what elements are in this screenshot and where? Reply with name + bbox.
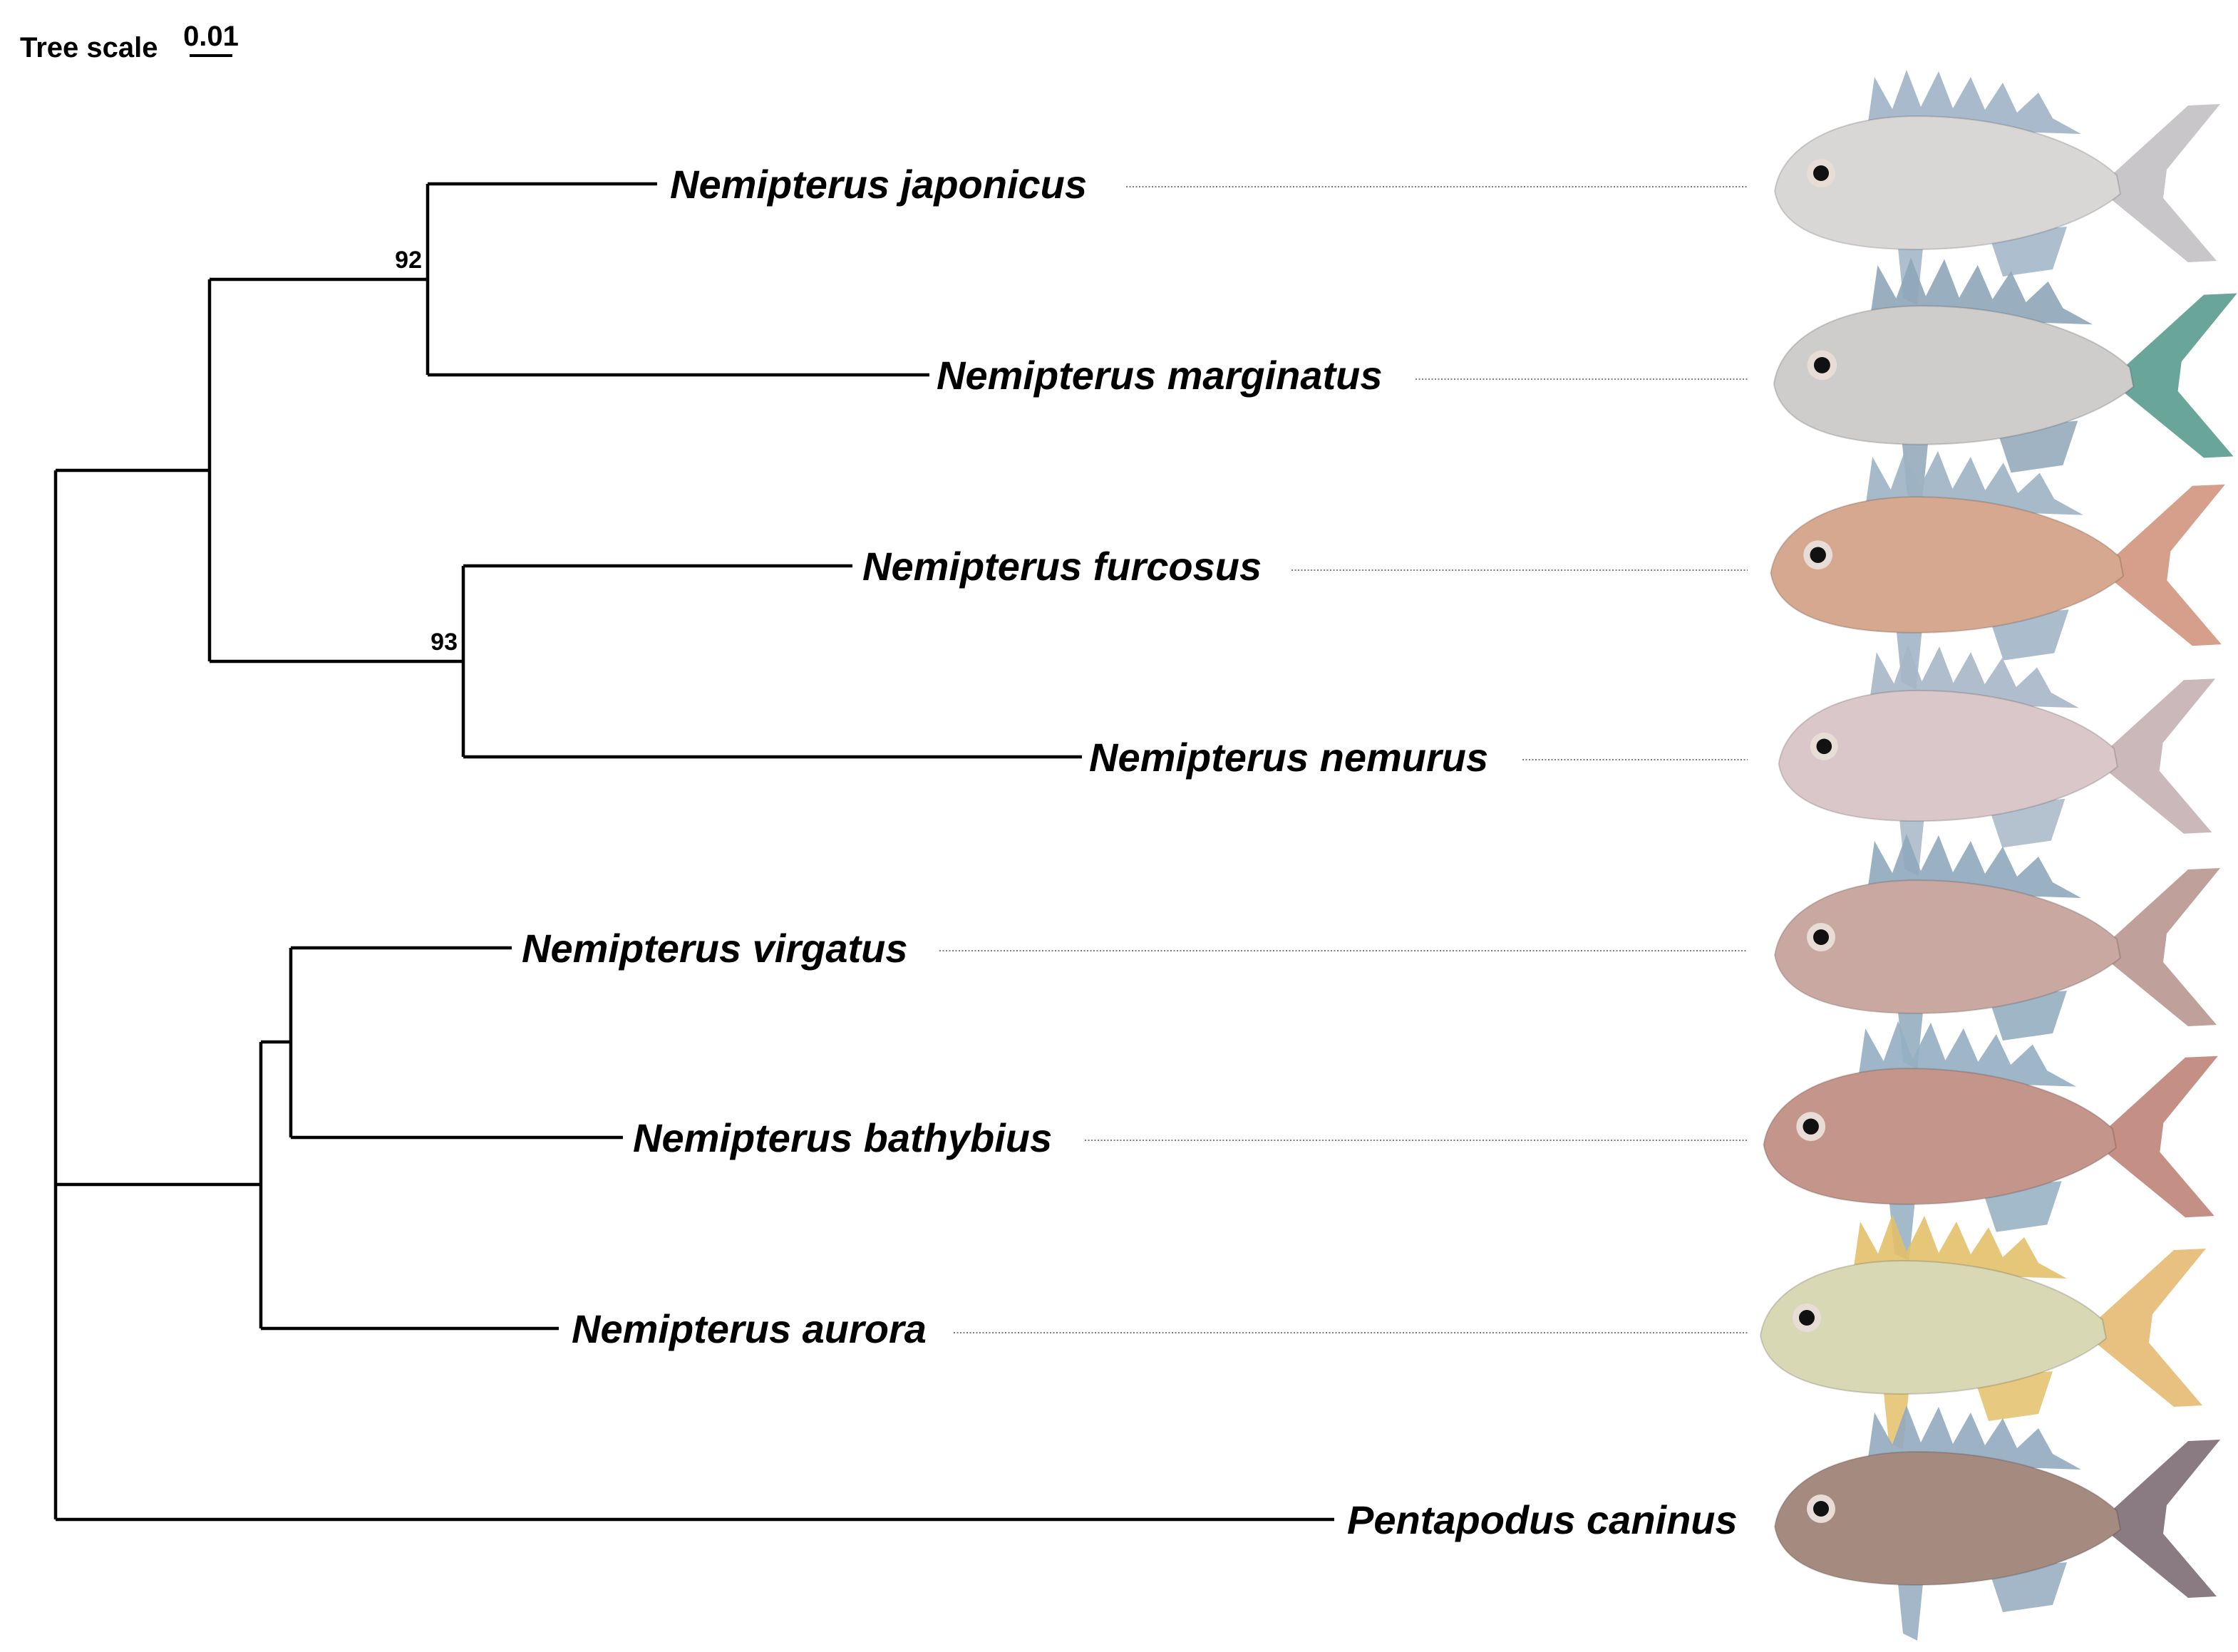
- fish-japonicus-tail: [2110, 104, 2220, 262]
- fish-marginatus: [1773, 257, 2237, 502]
- taxon-label-virgatus: Nemipterus virgatus: [522, 926, 908, 971]
- fish-virgatus-pupil: [1813, 929, 1829, 945]
- fish-caninus-tail: [2110, 1440, 2220, 1598]
- fish-bathybius: [1763, 1021, 2218, 1261]
- fish-japonicus-pupil: [1813, 165, 1829, 181]
- fish-caninus: [1773, 1405, 2220, 1641]
- taxon-label-furcosus: Nemipterus furcosus: [862, 544, 1262, 589]
- fish-furcosus: [1770, 449, 2225, 690]
- tree-scale-label: Tree scale: [20, 32, 158, 63]
- fish-furcosus-pupil: [1810, 547, 1826, 563]
- fish-bathybius-body: [1763, 1068, 2118, 1205]
- fish-nemurus-tail: [2107, 678, 2216, 834]
- fish-nemurus-body: [1778, 689, 2118, 822]
- fish-marginatus-tail: [2122, 293, 2237, 458]
- taxon-label-marginatus: Nemipterus marginatus: [937, 353, 1383, 398]
- fish-virgatus: [1773, 834, 2220, 1069]
- fish-nemurus-pupil: [1816, 738, 1832, 755]
- fish-bathybius-tail: [2105, 1055, 2218, 1218]
- fish-illustrations: [1759, 70, 2237, 1641]
- support-value-jap-marg: 92: [395, 247, 422, 274]
- fish-aurora: [1759, 1214, 2206, 1450]
- fish-japonicus-body: [1773, 115, 2122, 251]
- fish-bathybius-pupil: [1803, 1118, 1819, 1135]
- tree-branches: [53, 182, 1334, 1522]
- taxon-label-japonicus: Nemipterus japonicus: [670, 162, 1087, 207]
- fish-furcosus-tail: [2112, 484, 2225, 646]
- taxon-label-caninus: Pentapodus caninus: [1347, 1497, 1738, 1542]
- fish-furcosus-body: [1770, 496, 2125, 634]
- fish-aurora-body: [1759, 1259, 2108, 1395]
- fish-japonicus: [1773, 70, 2220, 305]
- fish-nemurus: [1778, 645, 2216, 876]
- fish-virgatus-body: [1773, 879, 2122, 1015]
- taxon-label-bathybius: Nemipterus bathybius: [633, 1115, 1052, 1160]
- fish-aurora-tail: [2095, 1249, 2206, 1407]
- taxon-label-aurora: Nemipterus aurora: [572, 1306, 927, 1351]
- tree-scale: Tree scale 0.01: [20, 21, 239, 63]
- tree-scale-value: 0.01: [183, 21, 239, 52]
- fish-aurora-pupil: [1799, 1310, 1815, 1326]
- taxon-label-nemurus: Nemipterus nemurus: [1089, 735, 1488, 780]
- fish-marginatus-pupil: [1813, 356, 1830, 373]
- fish-virgatus-tail: [2110, 868, 2220, 1026]
- fish-caninus-pupil: [1813, 1501, 1829, 1517]
- support-values: 92 93: [395, 247, 458, 656]
- fish-caninus-body: [1773, 1450, 2122, 1586]
- fish-marginatus-body: [1773, 305, 2135, 445]
- taxon-labels: Nemipterus japonicus Nemipterus marginat…: [522, 162, 1738, 1542]
- leader-lines: [939, 186, 1748, 1333]
- support-value-furc-nem: 93: [430, 629, 458, 656]
